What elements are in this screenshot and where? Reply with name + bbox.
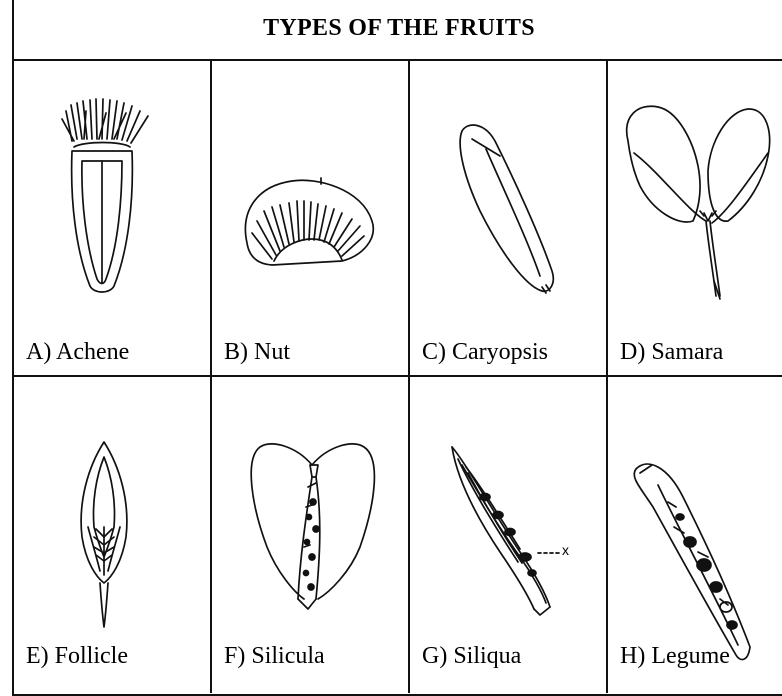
fruit-label-nut: B) Nut (224, 339, 290, 366)
cell-nut: B) Nut (212, 61, 410, 377)
fruit-label-follicle: E) Follicle (26, 643, 128, 670)
fruit-label-siliqua: G) Siliqua (422, 643, 521, 670)
cell-follicle: E) Follicle (14, 377, 212, 693)
caryopsis-drawing-icon (410, 61, 608, 377)
cell-siliqua: x G) Siliqua (410, 377, 608, 693)
cell-samara: D) Samara (608, 61, 782, 377)
nut-drawing-icon (212, 61, 410, 377)
fruit-label-achene: A) Achene (26, 339, 129, 366)
fruit-label-samara: D) Samara (620, 339, 723, 366)
cell-silicula: F) Silicula (212, 377, 410, 693)
fruit-label-silicula: F) Silicula (224, 643, 325, 670)
fruit-label-legume: H) Legume (620, 643, 730, 670)
page-title: TYPES OF THE FRUITS (14, 15, 782, 42)
samara-drawing-icon (608, 61, 782, 377)
fruit-types-table: TYPES OF THE FRUITS A) Achene (12, 0, 782, 696)
cell-achene: A) Achene (14, 61, 212, 377)
cell-caryopsis: C) Caryopsis (410, 61, 608, 377)
table-header: TYPES OF THE FRUITS (14, 0, 782, 61)
achene-drawing-icon (14, 61, 212, 377)
siliqua-marker-label: x (562, 542, 569, 558)
cell-legume: H) Legume (608, 377, 782, 693)
fruit-label-caryopsis: C) Caryopsis (422, 339, 548, 366)
